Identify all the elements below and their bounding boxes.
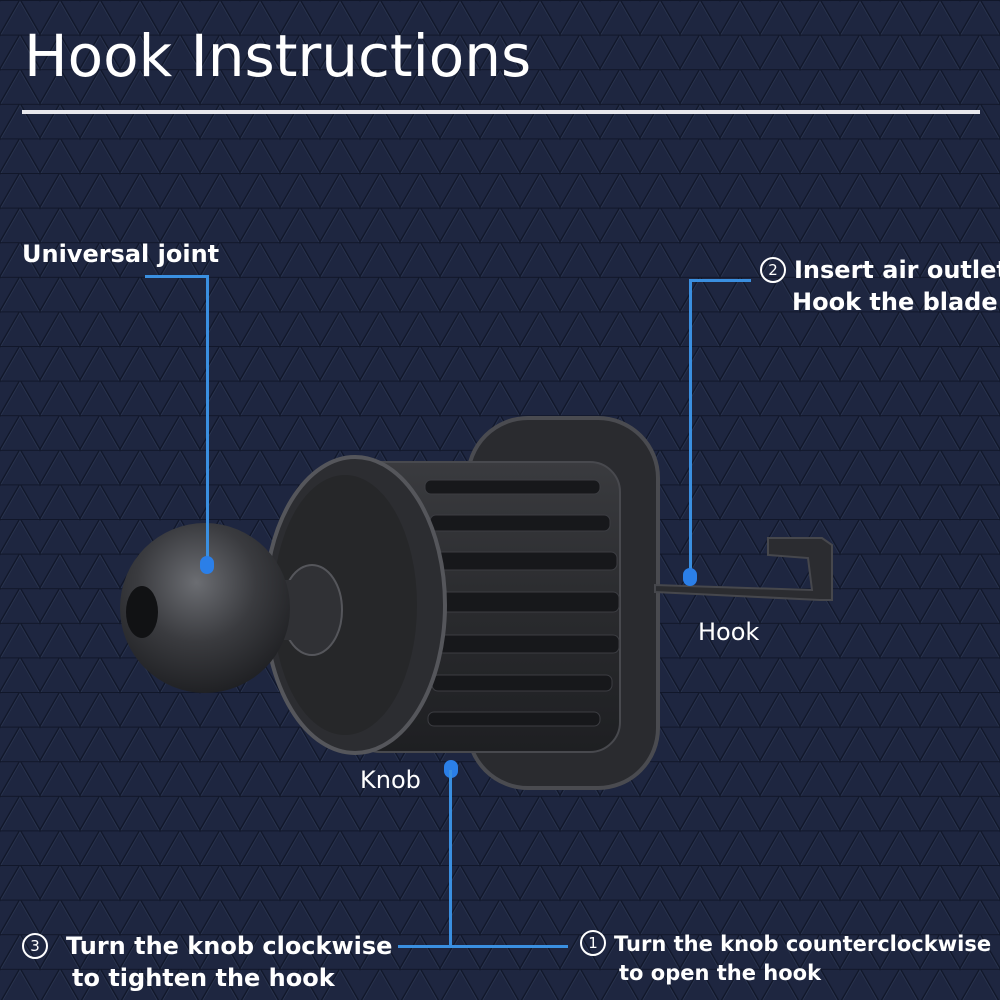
callout-line (689, 279, 751, 282)
callout-line (689, 279, 692, 571)
callout-dot-knob (444, 760, 458, 778)
callout-line (206, 275, 209, 565)
step-number-badge: 3 (22, 933, 48, 959)
callout-line (398, 945, 568, 948)
callout-line (145, 275, 209, 278)
step-number-badge: 2 (760, 257, 786, 283)
step-number-badge: 1 (580, 930, 606, 956)
callout-dot-hook (683, 568, 697, 586)
label-universal-joint: Universal joint (22, 240, 220, 268)
title-underline (22, 110, 980, 114)
step-3-label-line2: to tighten the hook (72, 964, 335, 992)
step-1-label-line2: to open the hook (619, 961, 822, 985)
callout-line (449, 770, 452, 948)
step-2-label-line2: Hook the blade (792, 288, 998, 316)
label-hook: Hook (698, 618, 760, 646)
callout-dot-universal-joint (200, 556, 214, 574)
label-knob: Knob (360, 766, 421, 794)
page-title: Hook Instructions (24, 22, 532, 90)
